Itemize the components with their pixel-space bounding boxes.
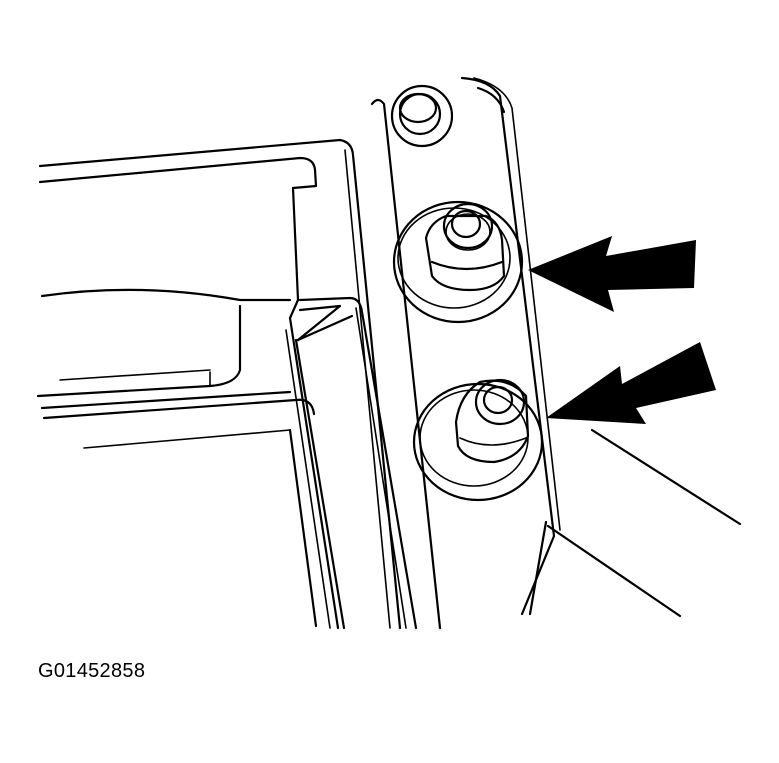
upper-fitting	[392, 200, 524, 324]
lower-fitting	[412, 378, 544, 502]
housing-frame	[36, 138, 418, 630]
figure-id-label: G01452858	[38, 660, 146, 682]
arrow-icon-upper	[528, 236, 696, 312]
mounting-plate	[370, 76, 561, 630]
arrow-icon-lower	[546, 342, 716, 424]
top-fitting	[390, 84, 454, 148]
leader-lines	[546, 428, 742, 618]
